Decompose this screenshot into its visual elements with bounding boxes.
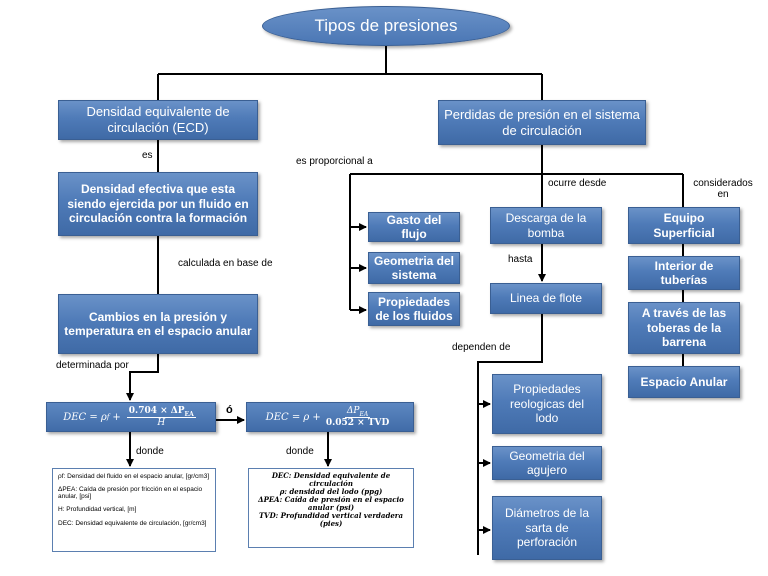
formula1-fraction: 0.704 × ΔPEA H <box>126 405 196 429</box>
formula2-denominator: 0.052 × TVD <box>325 418 390 429</box>
label-dependen: dependen de <box>452 342 511 353</box>
node-descarga: Descarga de la bomba <box>490 207 602 244</box>
label-o: ó <box>226 404 233 416</box>
formula1-plus: + <box>112 411 121 423</box>
node-definicion: Densidad efectiva que esta siendo ejerci… <box>58 172 258 236</box>
legend1-item: H: Profundidad vertical, [m] <box>58 506 137 514</box>
formula1-denominator: H <box>157 418 166 429</box>
formula-dec-2: DEC = ρ + ΔPEA 0.052 × TVD <box>246 402 414 432</box>
formula2-lhs: DEC = ρ + <box>265 411 321 423</box>
node-interior-tuberias: Interior de tuberías <box>628 256 740 290</box>
node-equipo-superficial: Equipo Superficial <box>628 207 740 244</box>
label-considerados: considerados en <box>693 178 753 200</box>
formula1-lhs: DEC = ρ <box>63 411 107 423</box>
label-determinada: determinada por <box>56 360 129 371</box>
formula1-numerator: 0.704 × ΔPEA <box>126 405 196 419</box>
node-perdidas: Perdidas de presión en el sistema de cir… <box>438 100 646 145</box>
node-cambios: Cambios en la presión y temperatura en e… <box>58 294 258 354</box>
label-ocurre: ocurre desde <box>548 178 607 189</box>
root-title: Tipos de presiones <box>262 6 510 46</box>
legend2-item: DEC: Densidad equivalente de circulación <box>271 471 391 489</box>
node-espacio-anular: Espacio Anular <box>628 366 740 398</box>
legend-box-2: DEC: Densidad equivalente de circulación… <box>248 468 414 548</box>
node-propiedades-fluidos: Propiedades de los fluidos <box>368 292 460 326</box>
formula1-lhs-sub: f <box>106 413 110 421</box>
label-donde-2: donde <box>286 446 314 457</box>
node-propiedades-reologicas: Propiedades reologicas del lodo <box>492 374 602 434</box>
label-es: es <box>142 150 153 161</box>
node-toberas-barrena: A través de las toberas de la barrena <box>628 302 740 354</box>
node-linea-flote: Linea de flote <box>490 283 602 314</box>
legend1-item: DEC: Densidad equivalente de circulación… <box>58 519 207 527</box>
label-donde-1: donde <box>136 446 164 457</box>
formula2-numerator: ΔPEA <box>344 405 371 419</box>
label-hasta: hasta <box>508 254 533 265</box>
legend1-item: ΔPEA: Caída de presión por fricción en e… <box>58 486 203 501</box>
node-gasto: Gasto del flujo <box>368 212 460 242</box>
formula2-fraction: ΔPEA 0.052 × TVD <box>324 406 391 429</box>
node-ecd: Densidad equivalente de circulación (ECD… <box>58 100 258 140</box>
node-geometria-agujero: Geometria del agujero <box>492 446 602 480</box>
legend2-item: ΔPEA: Caída de presión en el espacio anu… <box>258 495 404 513</box>
legend2-item: ρ: densidad del lodo (ppg) <box>279 487 383 497</box>
label-calculada: calculada en base de <box>178 258 273 269</box>
label-proporcional: es proporcional a <box>296 156 373 167</box>
legend1-item: ρf: Densidad del fluido en el espacio an… <box>58 473 210 480</box>
legend2-item: TVD: Profundidad vertical verdadera (pie… <box>258 511 404 529</box>
legend-box-1: ρf: Densidad del fluido en el espacio an… <box>52 468 216 552</box>
node-geometria-sistema: Geometria del sistema <box>368 252 460 284</box>
node-diametros-sarta: Diámetros de la sarta de perforación <box>492 496 602 560</box>
